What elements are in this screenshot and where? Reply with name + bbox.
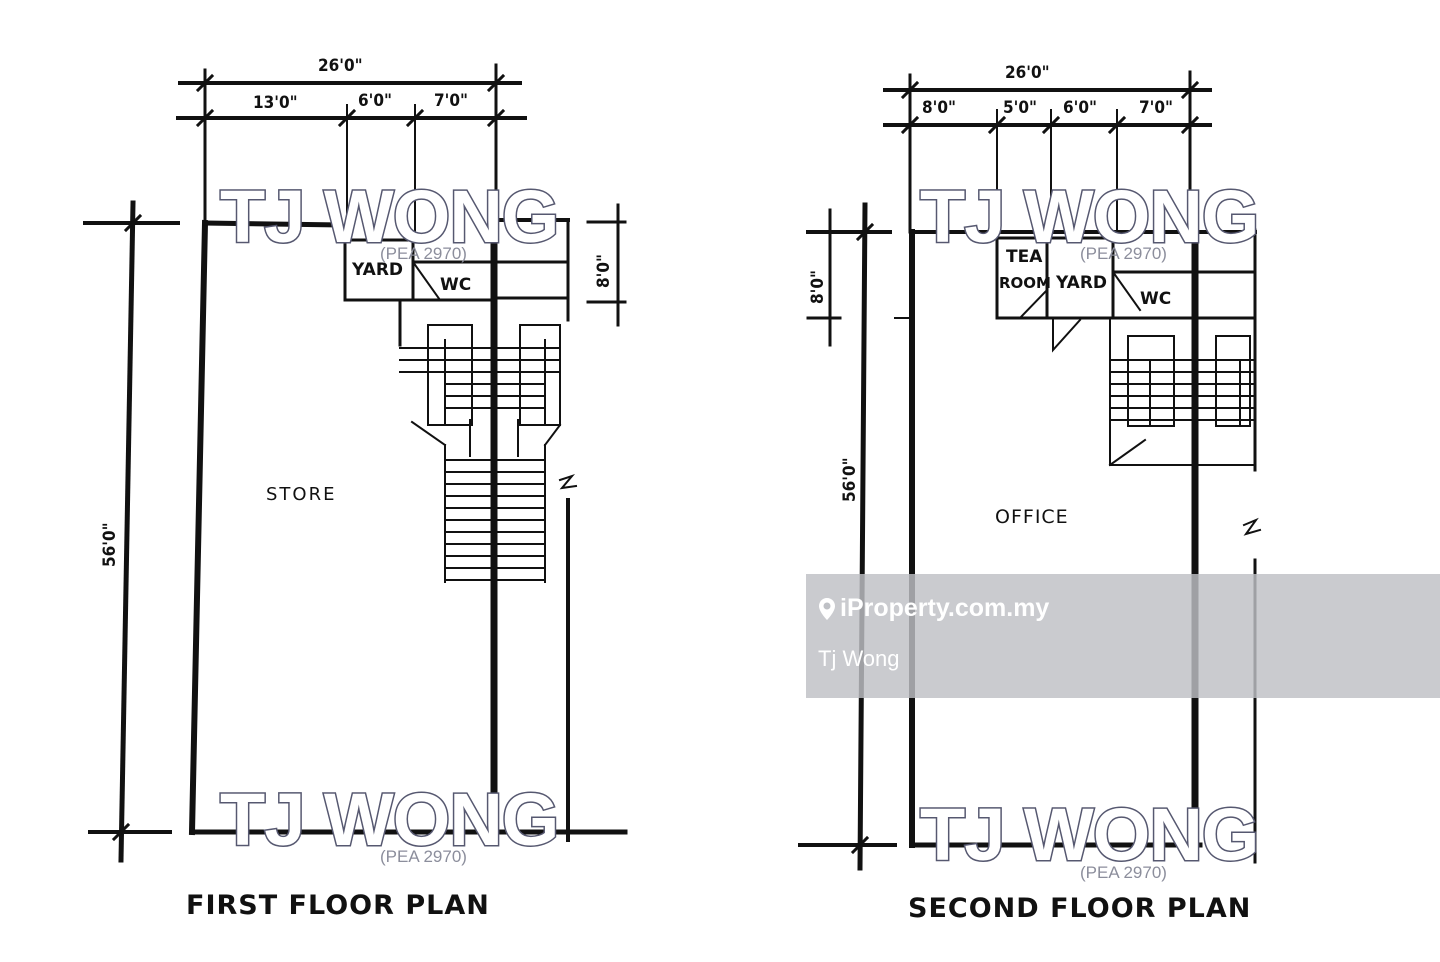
ff-plan-title: FIRST FLOOR PLAN <box>186 890 490 921</box>
watermark-reg-1: (PEA 2970) <box>380 244 467 263</box>
sf-segment-dim-4: 7'0" <box>1139 98 1173 118</box>
ff-right-dim: 8'0" <box>594 254 614 288</box>
ff-room-yard: YARD <box>351 260 403 280</box>
sf-plan-title: SECOND FLOOR PLAN <box>908 893 1251 924</box>
location-pin-icon <box>819 597 835 620</box>
ff-segment-dim-3: 7'0" <box>434 91 468 111</box>
sf-segment-dim-2: 5'0" <box>1003 98 1037 118</box>
sf-room-wc: WC <box>1140 289 1171 309</box>
ff-segment-dim-2: 6'0" <box>358 91 392 111</box>
ff-total-width-dim: 26'0" <box>318 56 363 76</box>
site-name: iProperty.com.my <box>840 594 1050 622</box>
sf-left-dim: 8'0" <box>808 270 828 304</box>
sf-length-dim: 56'0" <box>840 457 860 502</box>
watermark-name-1: TJ WONG <box>220 175 558 258</box>
sf-room-yard: YARD <box>1055 273 1107 293</box>
ff-room-store: STORE <box>266 484 336 505</box>
watermark-name-3: TJ WONG <box>220 778 558 861</box>
sf-total-width-dim: 26'0" <box>1005 63 1050 83</box>
watermark-reg-2: (PEA 2970) <box>1080 244 1167 263</box>
sf-room-tea-room: ROOM <box>999 274 1051 292</box>
watermark-reg-3: (PEA 2970) <box>380 847 467 866</box>
ff-segment-dim-1: 13'0" <box>253 93 298 113</box>
sf-room-office: OFFICE <box>995 506 1069 528</box>
agent-name: Tj Wong <box>818 646 900 671</box>
second-floor-plan <box>798 70 1262 871</box>
watermark-name-4: TJ WONG <box>920 793 1258 876</box>
watermark-name-2: TJ WONG <box>920 175 1258 258</box>
watermark-reg-4: (PEA 2970) <box>1080 863 1167 882</box>
ff-room-wc: WC <box>440 275 471 295</box>
sf-segment-dim-1: 8'0" <box>922 98 956 118</box>
first-floor-plan <box>83 63 628 863</box>
ff-length-dim: 56'0" <box>100 522 120 567</box>
site-logo: iProperty.com.my <box>818 594 1049 623</box>
sf-room-tea: TEA <box>1006 247 1043 267</box>
sf-segment-dim-3: 6'0" <box>1063 98 1097 118</box>
listing-banner: iProperty.com.my Tj Wong <box>806 574 1440 698</box>
